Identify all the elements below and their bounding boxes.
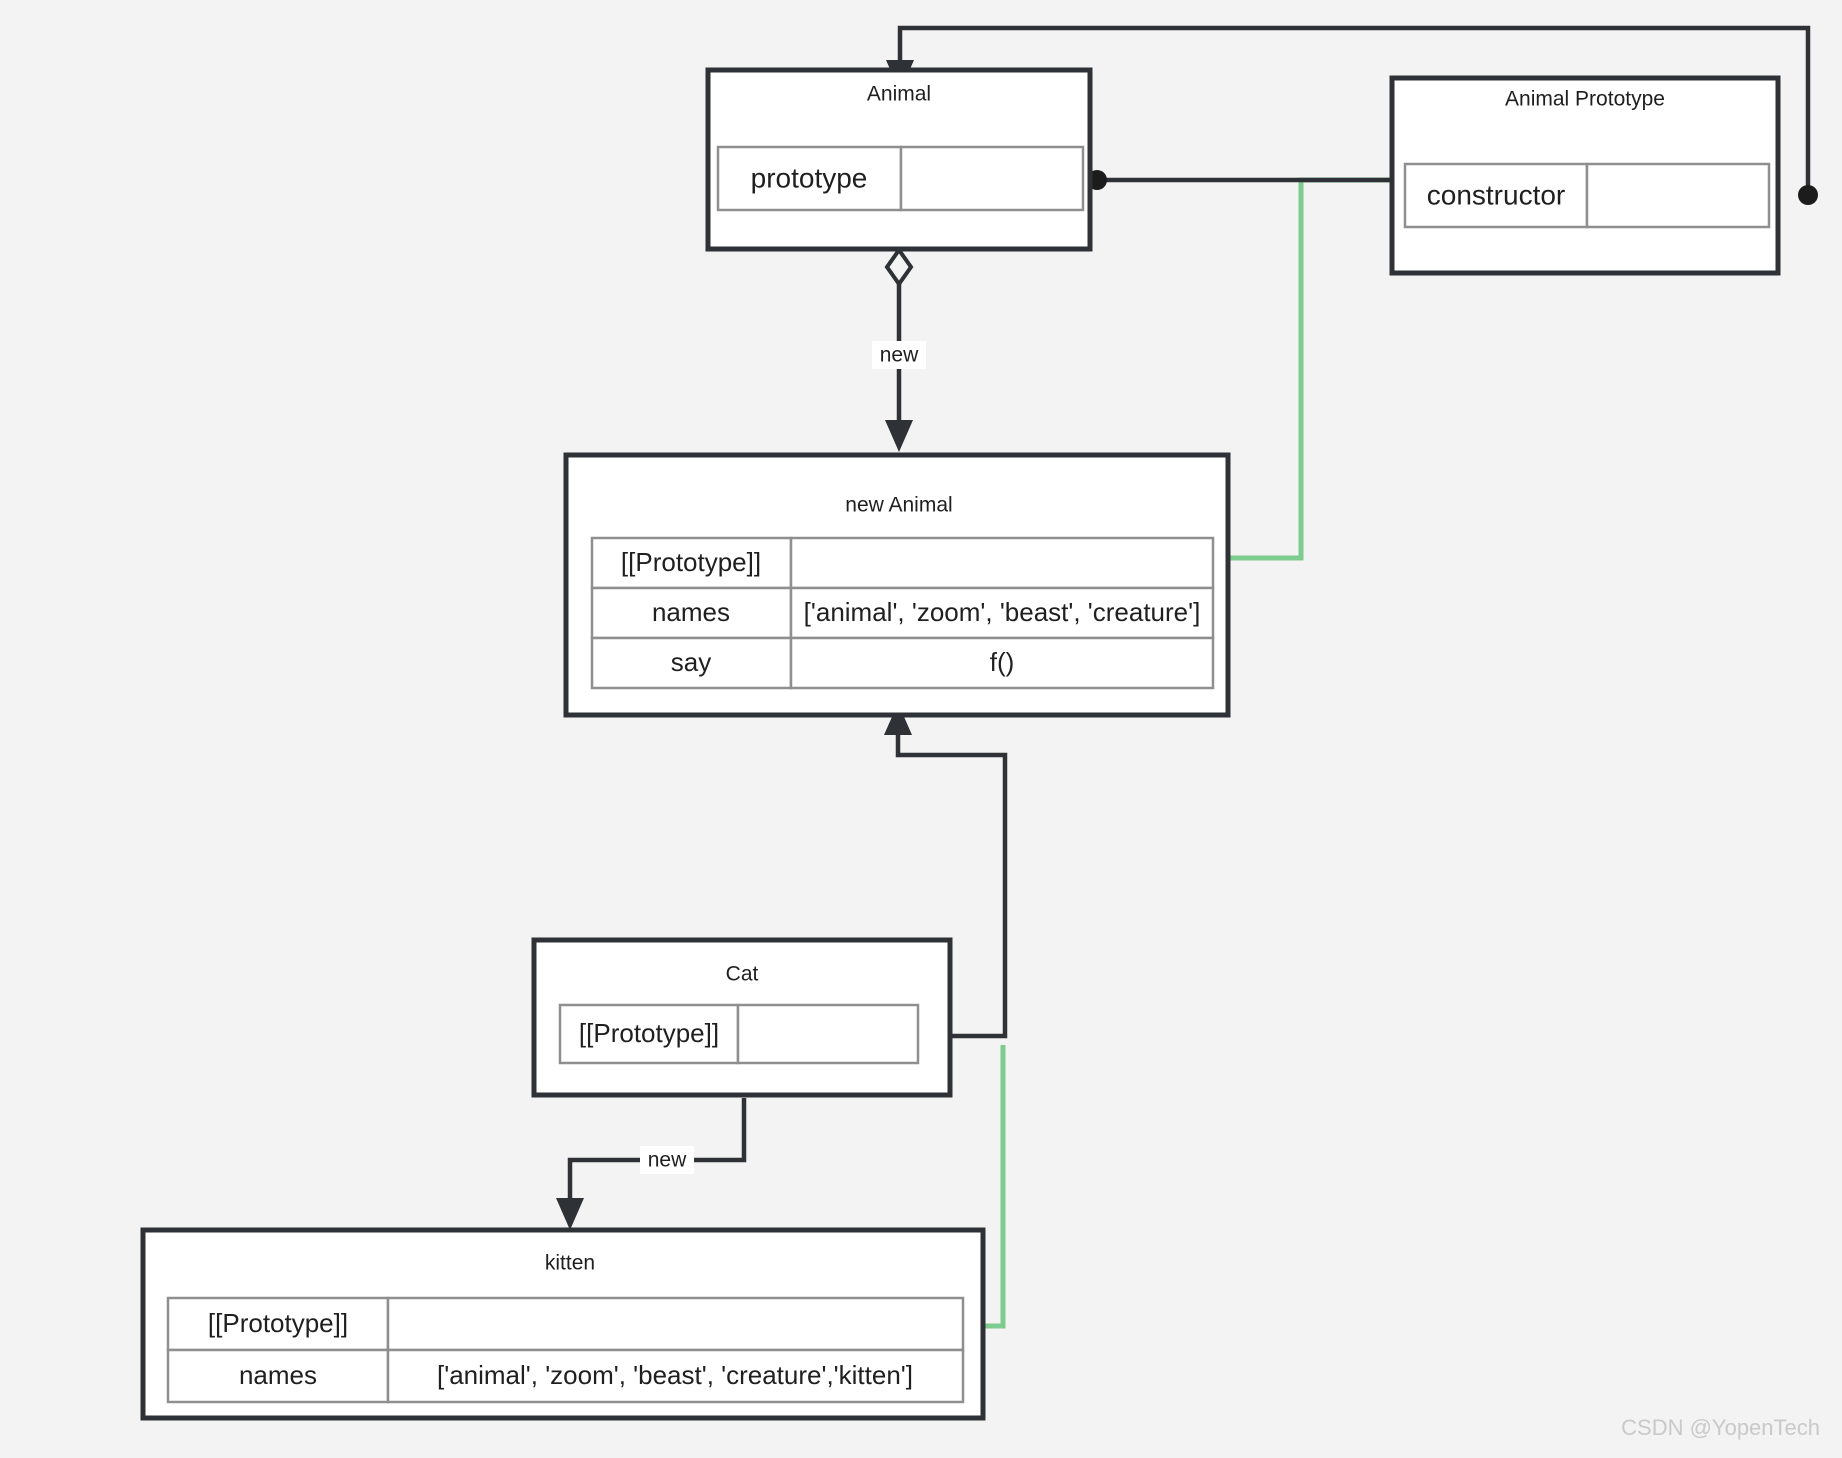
new-animal-names-value-label: ['animal', 'zoom', 'beast', 'creature'] [804,597,1201,627]
kitten-names-key-label: names [239,1360,317,1390]
kitten-prototype-key-cell[interactable] [166,1296,390,1352]
black-arrowhead-icon-kitten [556,1198,584,1230]
animal-prototype-row-constructor[interactable]: constructor [1403,162,1771,229]
kitten-row-prototype[interactable]: [[Prototype]] [166,1296,965,1352]
kitten-row-names[interactable]: names ['animal', 'zoom', 'beast', 'creat… [166,1348,965,1404]
kitten-prototype-key-label: [[Prototype]] [208,1308,348,1338]
kitten-names-value-label: ['animal', 'zoom', 'beast', 'creature','… [437,1360,913,1390]
new-animal-say-value-cell[interactable] [789,636,1215,690]
black-arrowhead-icon-new-animal [885,420,913,452]
aggregation-diamond-icon [884,246,914,288]
cat-title: Cat [726,963,759,986]
cat-row-prototype[interactable]: [[Prototype]] [558,1003,920,1065]
kitten-names-key-cell[interactable] [166,1348,390,1404]
node-cat[interactable]: Cat [[Prototype]] [531,937,953,1098]
watermark-label: CSDN @YopenTech [1621,1415,1820,1440]
new-animal-names-key-cell[interactable] [590,586,793,640]
new-animal-say-value-label: f() [990,647,1015,677]
edge-label-background-2 [640,1146,694,1174]
new-animal-title: new Animal [845,494,952,517]
node-kitten[interactable]: kitten [[Prototype]] names ['animal', 'z… [140,1227,986,1421]
edge-label-new-kitten: new [648,1149,687,1172]
new-animal-row-prototype[interactable]: [[Prototype]] [590,536,1215,590]
cat-prototype-key-label: [[Prototype]] [579,1018,719,1048]
new-animal-row-say[interactable]: say f() [590,636,1215,690]
edge-animal-prototype-to-animal-prototype-box [1087,170,1392,190]
new-animal-row-names[interactable]: names ['animal', 'zoom', 'beast', 'creat… [590,586,1215,640]
node-animal-prototype[interactable]: Animal Prototype constructor [1389,75,1781,276]
animal-prototype-value-cell[interactable] [899,145,1085,212]
edge-label-background [872,341,926,369]
animal-prototype-key-label: prototype [751,162,868,193]
animal-row-prototype[interactable]: prototype [716,145,1085,212]
edge-animal-new-new-animal: new [872,246,926,452]
node-animal[interactable]: Animal prototype [705,67,1093,252]
new-animal-names-key-label: names [652,597,730,627]
edge-cat-new-kitten: new [556,1098,747,1230]
animal-prototype-title: Animal Prototype [1505,88,1665,111]
kitten-prototype-value-cell[interactable] [386,1296,965,1352]
constructor-value-cell[interactable] [1585,162,1771,229]
constructor-key-label: constructor [1427,179,1566,210]
new-animal-prototype-value-cell[interactable] [789,536,1215,590]
node-new-animal[interactable]: new Animal [[Prototype]] names ['animal'… [563,452,1231,718]
kitten-names-value-cell[interactable] [386,1348,965,1404]
cat-prototype-value-cell[interactable] [736,1003,920,1065]
black-source-dot-constructor [1798,185,1818,205]
new-animal-say-key-label: say [671,647,711,677]
new-animal-names-value-cell[interactable] [789,586,1215,640]
black-arrowhead-icon-new-animal-bottom [884,703,912,735]
new-animal-prototype-key-cell[interactable] [590,536,793,590]
animal-title: Animal [867,83,931,106]
new-animal-prototype-key-label: [[Prototype]] [621,547,761,577]
kitten-title: kitten [545,1252,595,1275]
new-animal-say-key-cell[interactable] [590,636,793,690]
animal-prototype-key-cell[interactable] [716,145,903,212]
edge-label-new-animal: new [880,344,919,367]
